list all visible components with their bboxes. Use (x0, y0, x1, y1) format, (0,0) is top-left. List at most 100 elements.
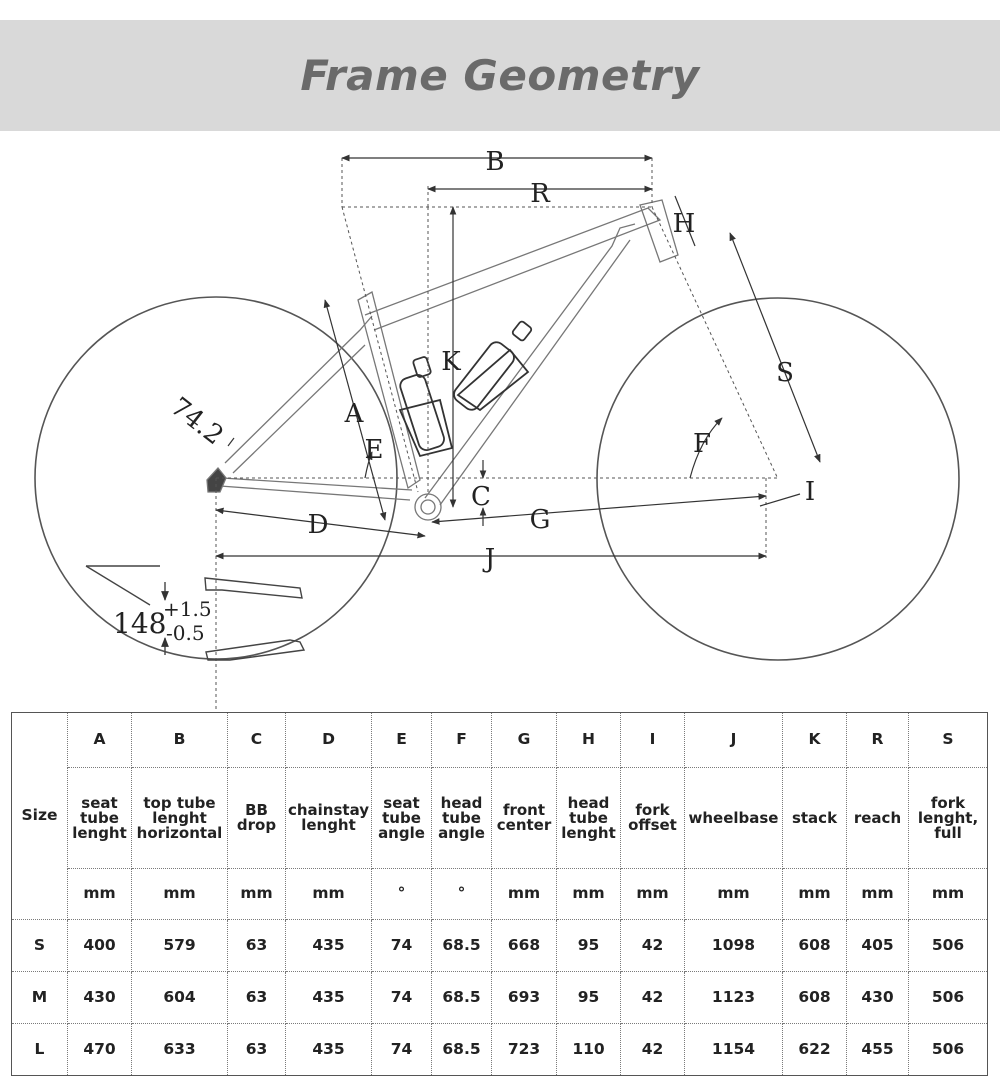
table-cell: 435 (285, 1023, 372, 1076)
table-cell: 430 (67, 971, 132, 1024)
rear-axle-detail (85, 565, 306, 661)
row-size: S (11, 919, 68, 972)
table-cell: 74 (371, 919, 432, 972)
table-cell: 506 (908, 1023, 988, 1076)
column-description-line: seat (81, 793, 118, 812)
column-description-line: chainstay (287, 801, 370, 819)
dim-label-b: B (485, 147, 504, 177)
column-description-line: BB (245, 801, 268, 819)
column-letter: G (491, 712, 557, 768)
column-description-line: tube (80, 808, 119, 827)
column-description-line: fork (635, 801, 670, 819)
table-cell: 668 (491, 919, 557, 972)
column-description-line: fork (930, 793, 966, 812)
column-description-line: tube (569, 808, 608, 827)
column-description: reach (846, 767, 909, 869)
dim-label-d: D (308, 510, 329, 540)
column-description-line: lenght (301, 816, 356, 834)
dim-label-c: C (471, 482, 491, 512)
column-unit: ° (371, 868, 432, 920)
column-description-line: reach (853, 808, 902, 827)
table-cell: 74 (371, 971, 432, 1024)
column-unit: mm (908, 868, 988, 920)
table-cell: 95 (556, 971, 621, 1024)
column-letter: E (371, 712, 432, 768)
column-description-line: stack (791, 808, 838, 827)
column-letter: B (131, 712, 228, 768)
table-cell: 63 (227, 971, 286, 1024)
table-cell: 42 (620, 1023, 685, 1076)
axle-tolerance-plus: +1.5 (163, 597, 212, 621)
column-unit: mm (491, 868, 557, 920)
column-description-line: lenght (561, 823, 616, 842)
table-cell: 693 (491, 971, 557, 1024)
column-description-line: lenght (72, 823, 127, 842)
table-cell: 1154 (684, 1023, 783, 1076)
table-cell: 435 (285, 919, 372, 972)
column-description-line: wheelbase (688, 808, 779, 827)
column-description-line: offset (628, 816, 677, 834)
column-description-line: center (496, 816, 552, 834)
column-unit: mm (684, 868, 783, 920)
column-description-line: angle (378, 823, 425, 842)
dim-label-h: H (673, 209, 696, 239)
column-description-line: angle (438, 823, 485, 842)
table-cell: 400 (67, 919, 132, 972)
column-unit: mm (620, 868, 685, 920)
title-banner: Frame Geometry (0, 20, 1000, 131)
dim-label-j: J (482, 544, 495, 574)
column-letter: C (227, 712, 286, 768)
dim-label-f: F (693, 429, 711, 459)
dim-label-k: K (441, 347, 461, 377)
column-description-line: lenght (152, 808, 207, 827)
table-cell: 608 (782, 971, 847, 1024)
table-cell: 68.5 (431, 971, 492, 1024)
column-description: stack (782, 767, 847, 869)
axle-tolerance-minus: -0.5 (166, 621, 205, 645)
axle-width-label: 148 (113, 607, 166, 640)
table-cell: 622 (782, 1023, 847, 1076)
column-letter: D (285, 712, 372, 768)
table-cell: 506 (908, 971, 988, 1024)
table-cell: 470 (67, 1023, 132, 1076)
column-letter: A (67, 712, 132, 768)
column-description-line: top tube (143, 793, 216, 812)
table-cell: 63 (227, 1023, 286, 1076)
seat-angle-label: 74.2 (165, 392, 229, 451)
column-unit: mm (285, 868, 372, 920)
table-cell: 68.5 (431, 919, 492, 972)
column-unit: mm (782, 868, 847, 920)
dim-label-i: I (805, 477, 815, 507)
column-unit: mm (227, 868, 286, 920)
column-letter: F (431, 712, 492, 768)
table-cell: 723 (491, 1023, 557, 1076)
table-cell: 74 (371, 1023, 432, 1076)
column-description-line: tube (442, 808, 481, 827)
page-title: Frame Geometry (300, 51, 700, 100)
table-cell: 633 (131, 1023, 228, 1076)
dim-label-a: A (344, 399, 365, 429)
column-unit: mm (556, 868, 621, 920)
column-letter: I (620, 712, 685, 768)
dimension-lines (215, 154, 821, 560)
column-description-line: lenght, (917, 808, 979, 827)
dim-label-s: S (776, 358, 794, 388)
column-description-line: seat (383, 793, 420, 812)
column-description-line: full (934, 823, 962, 842)
column-letter: J (684, 712, 783, 768)
frame-geometry-diagram: B R H K S A E F C I D G J 74.2 148 +1.5 … (34, 147, 960, 710)
column-letter: S (908, 712, 988, 768)
table-cell: 455 (846, 1023, 909, 1076)
table-cell: 1098 (684, 919, 783, 972)
